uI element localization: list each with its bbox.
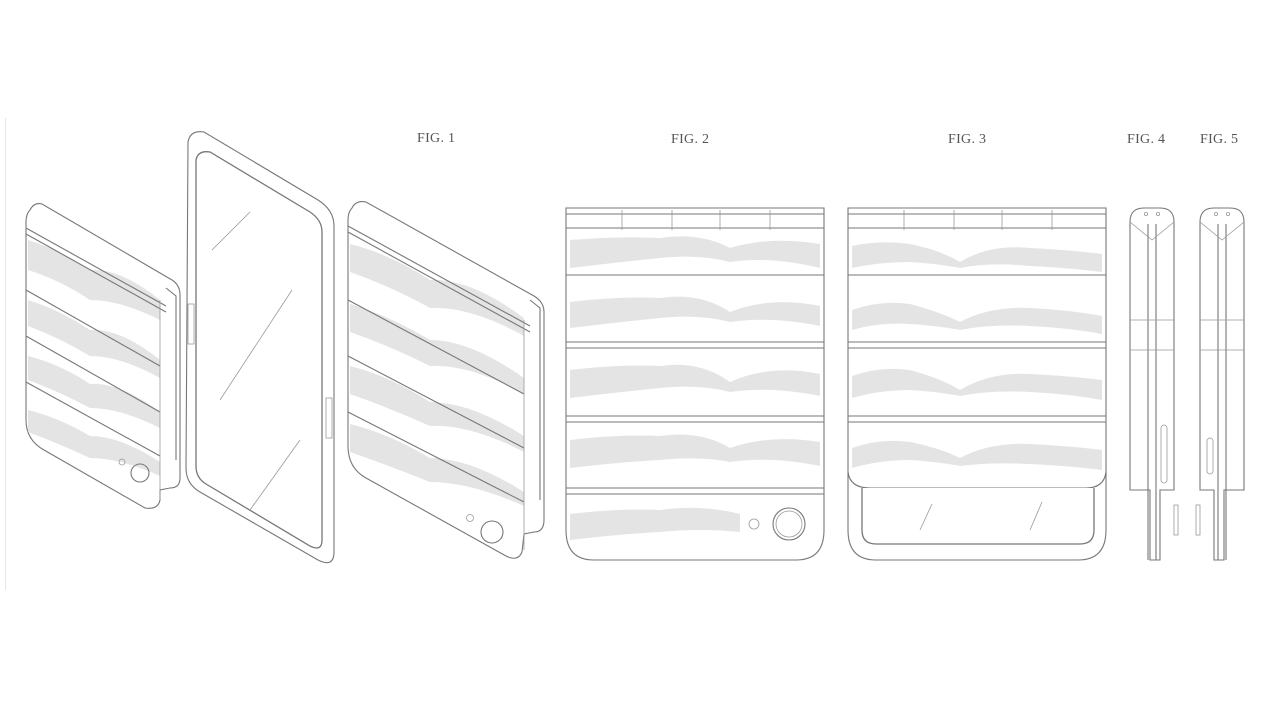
fig1-unfolded-perspective <box>185 131 335 564</box>
fig2-label: FIG. 2 <box>671 132 710 147</box>
fig4-label: FIG. 4 <box>1127 132 1166 147</box>
fig1-folded-perspective-right <box>347 201 545 559</box>
fig2-rear-view <box>565 207 825 561</box>
fig1-label: FIG. 1 <box>417 131 456 146</box>
fig3-front-view <box>847 207 1107 561</box>
fig3-label: FIG. 3 <box>948 132 987 147</box>
fig5-label: FIG. 5 <box>1200 132 1239 147</box>
sheet-edge-line <box>5 118 6 590</box>
fig5-side-view <box>1195 207 1245 561</box>
fig1-folded-perspective-left <box>25 203 181 509</box>
fig4-side-view <box>1129 207 1179 561</box>
